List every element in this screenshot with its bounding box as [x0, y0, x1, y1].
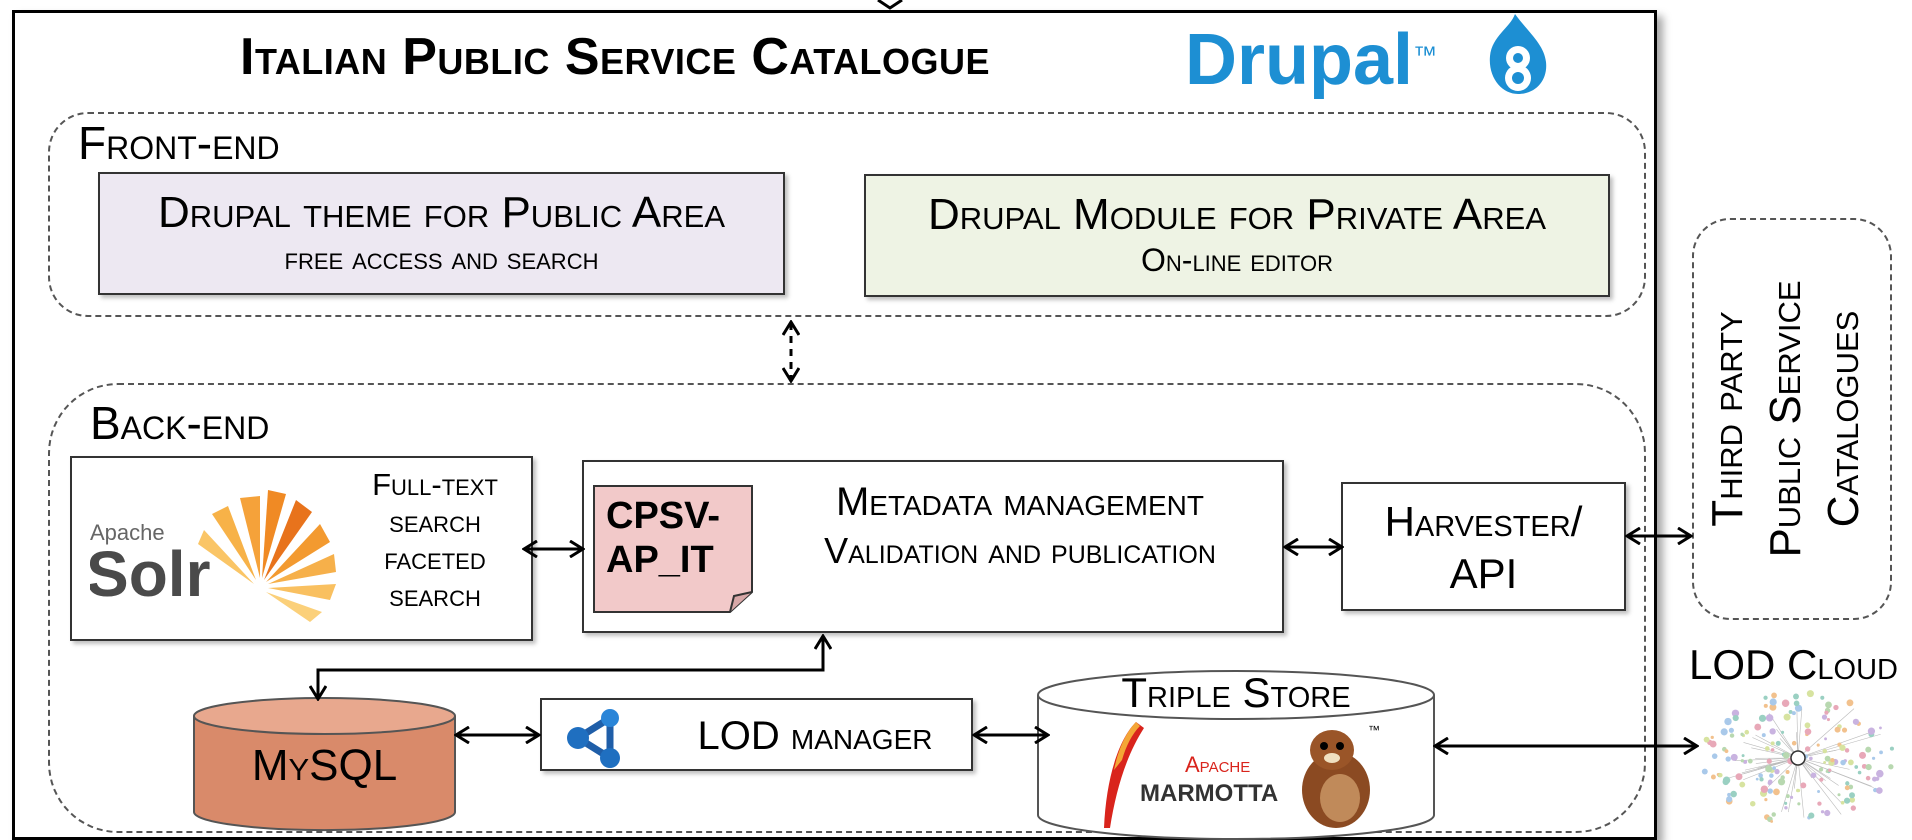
top-entry-arrow: [878, 0, 902, 8]
mysql-metadata-arrow: [318, 637, 823, 698]
